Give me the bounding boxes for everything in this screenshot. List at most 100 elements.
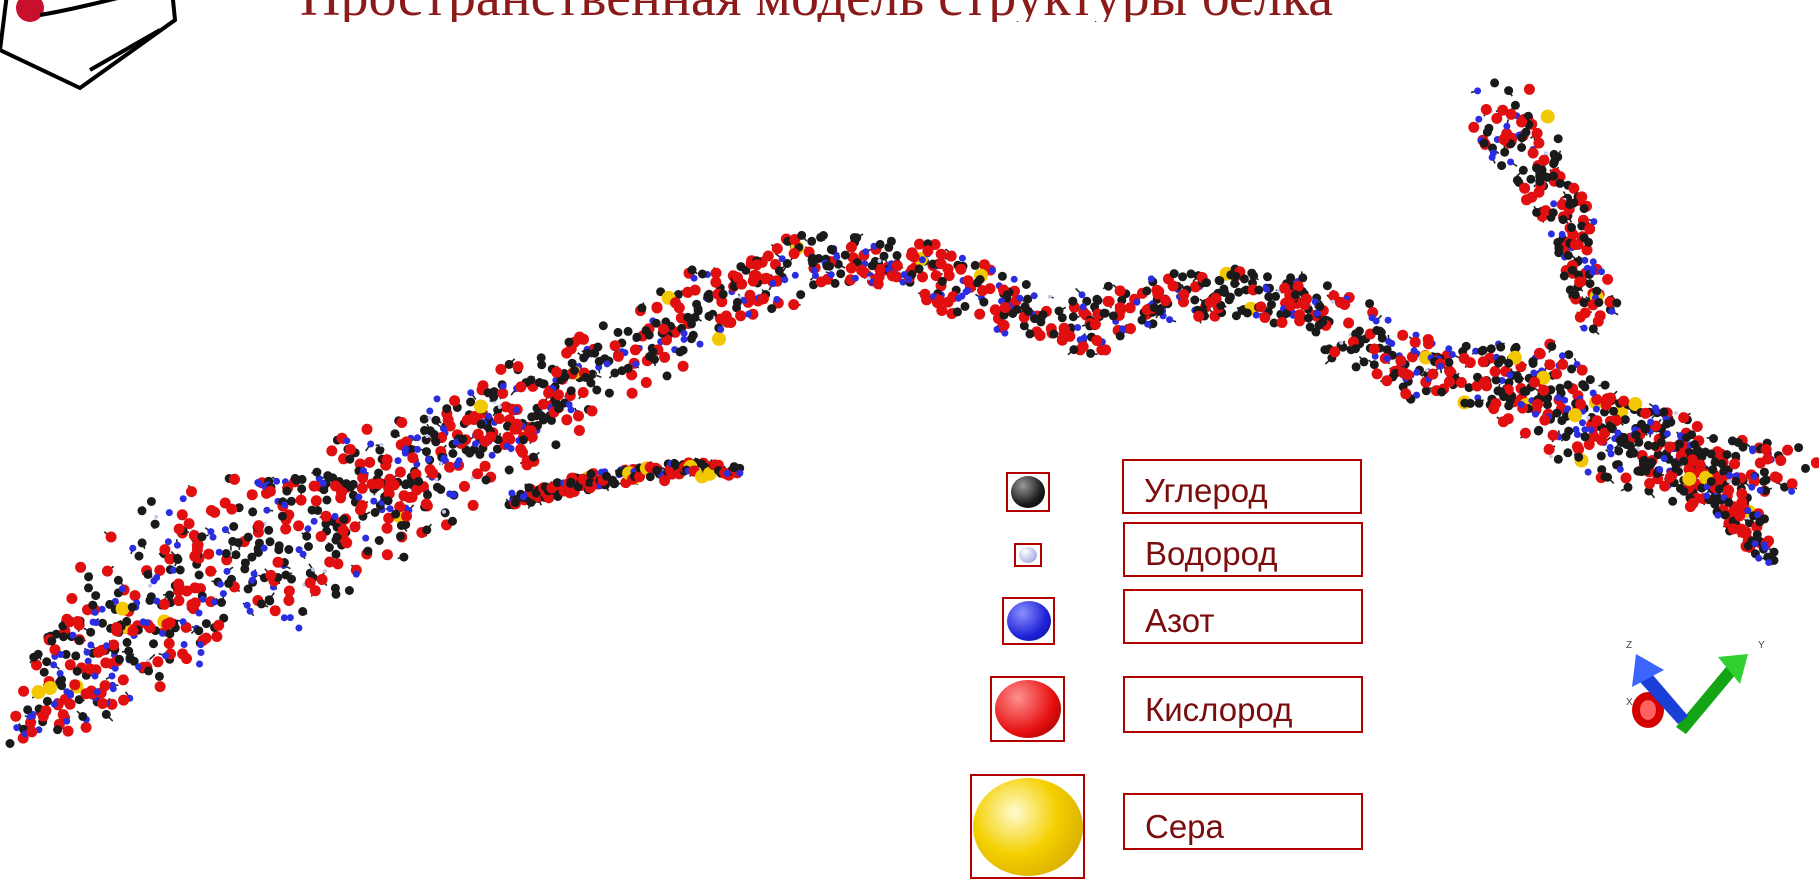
atom — [1567, 364, 1577, 374]
atom — [181, 653, 192, 665]
atom — [304, 542, 313, 551]
atom — [745, 310, 753, 318]
atom — [917, 271, 928, 283]
atom — [1519, 182, 1531, 194]
atom — [1354, 326, 1364, 336]
atom — [1794, 443, 1804, 453]
atom — [623, 363, 633, 373]
atom — [495, 363, 507, 375]
atom — [1637, 419, 1646, 429]
atom — [815, 276, 827, 288]
atom — [1479, 138, 1489, 148]
atom — [1801, 463, 1810, 473]
atom — [99, 680, 111, 692]
atom — [867, 261, 877, 271]
atom — [1468, 121, 1480, 133]
atom — [891, 260, 903, 272]
atom — [295, 624, 303, 632]
atom — [1230, 279, 1240, 289]
atom — [427, 415, 432, 420]
atom — [1010, 275, 1018, 283]
atom — [1710, 457, 1720, 467]
atom — [71, 651, 81, 661]
atom — [173, 541, 181, 549]
atom — [379, 443, 384, 447]
atom — [49, 644, 61, 656]
atom — [452, 438, 460, 446]
atom — [186, 486, 197, 498]
atom — [565, 401, 573, 408]
atom — [1581, 244, 1593, 256]
atom — [1782, 444, 1794, 456]
atom — [1100, 344, 1112, 356]
atom — [788, 248, 800, 260]
atom — [769, 279, 777, 287]
atom — [229, 473, 240, 485]
atom — [100, 657, 112, 669]
atom — [277, 511, 287, 521]
atom — [248, 507, 258, 517]
atom — [1756, 486, 1764, 494]
atom — [87, 641, 95, 649]
atom — [323, 569, 327, 574]
atom — [1548, 208, 1558, 218]
atom — [1054, 306, 1064, 316]
atom — [280, 614, 288, 622]
atom — [1574, 276, 1586, 288]
atom — [1712, 475, 1724, 487]
atom — [508, 489, 516, 497]
atom — [341, 537, 353, 549]
atom — [1594, 298, 1604, 307]
atom — [339, 514, 349, 524]
atom — [337, 524, 349, 536]
atom — [304, 525, 312, 533]
atom — [512, 361, 524, 373]
atom — [680, 335, 688, 343]
atom — [914, 238, 925, 250]
atom — [320, 510, 332, 522]
atom — [1397, 329, 1409, 341]
atom — [583, 348, 592, 358]
atom — [302, 531, 312, 541]
atom — [543, 492, 555, 504]
atom — [852, 233, 862, 243]
atom — [1343, 317, 1355, 329]
atom — [474, 399, 488, 414]
atom — [144, 666, 154, 676]
atom — [429, 429, 439, 439]
atom — [1519, 427, 1531, 439]
atom — [998, 319, 1010, 331]
atom — [356, 482, 368, 494]
atom — [1736, 488, 1748, 500]
atom — [1103, 296, 1115, 307]
atom — [1731, 476, 1741, 486]
atom — [503, 442, 511, 450]
atom — [59, 632, 68, 642]
atom — [658, 323, 669, 335]
atom — [481, 475, 491, 485]
atom — [1583, 264, 1591, 272]
atom — [1547, 230, 1555, 238]
atom — [1077, 341, 1089, 353]
atom — [1706, 449, 1716, 459]
atom — [1547, 429, 1559, 441]
atom — [18, 685, 30, 697]
atom — [942, 263, 954, 275]
atom — [1477, 346, 1487, 356]
atom — [345, 444, 356, 455]
atom — [1504, 358, 1514, 368]
atom — [1591, 415, 1603, 427]
atom — [1547, 342, 1557, 351]
atom — [195, 609, 203, 617]
atom — [217, 598, 226, 607]
atom — [127, 625, 139, 637]
atom — [634, 471, 645, 483]
atom — [1239, 274, 1249, 284]
atom — [448, 449, 458, 458]
atom — [381, 549, 393, 561]
atom — [231, 550, 241, 560]
atom — [1169, 269, 1179, 279]
atom — [1423, 338, 1434, 350]
atom — [499, 382, 507, 390]
atom — [1377, 333, 1387, 343]
